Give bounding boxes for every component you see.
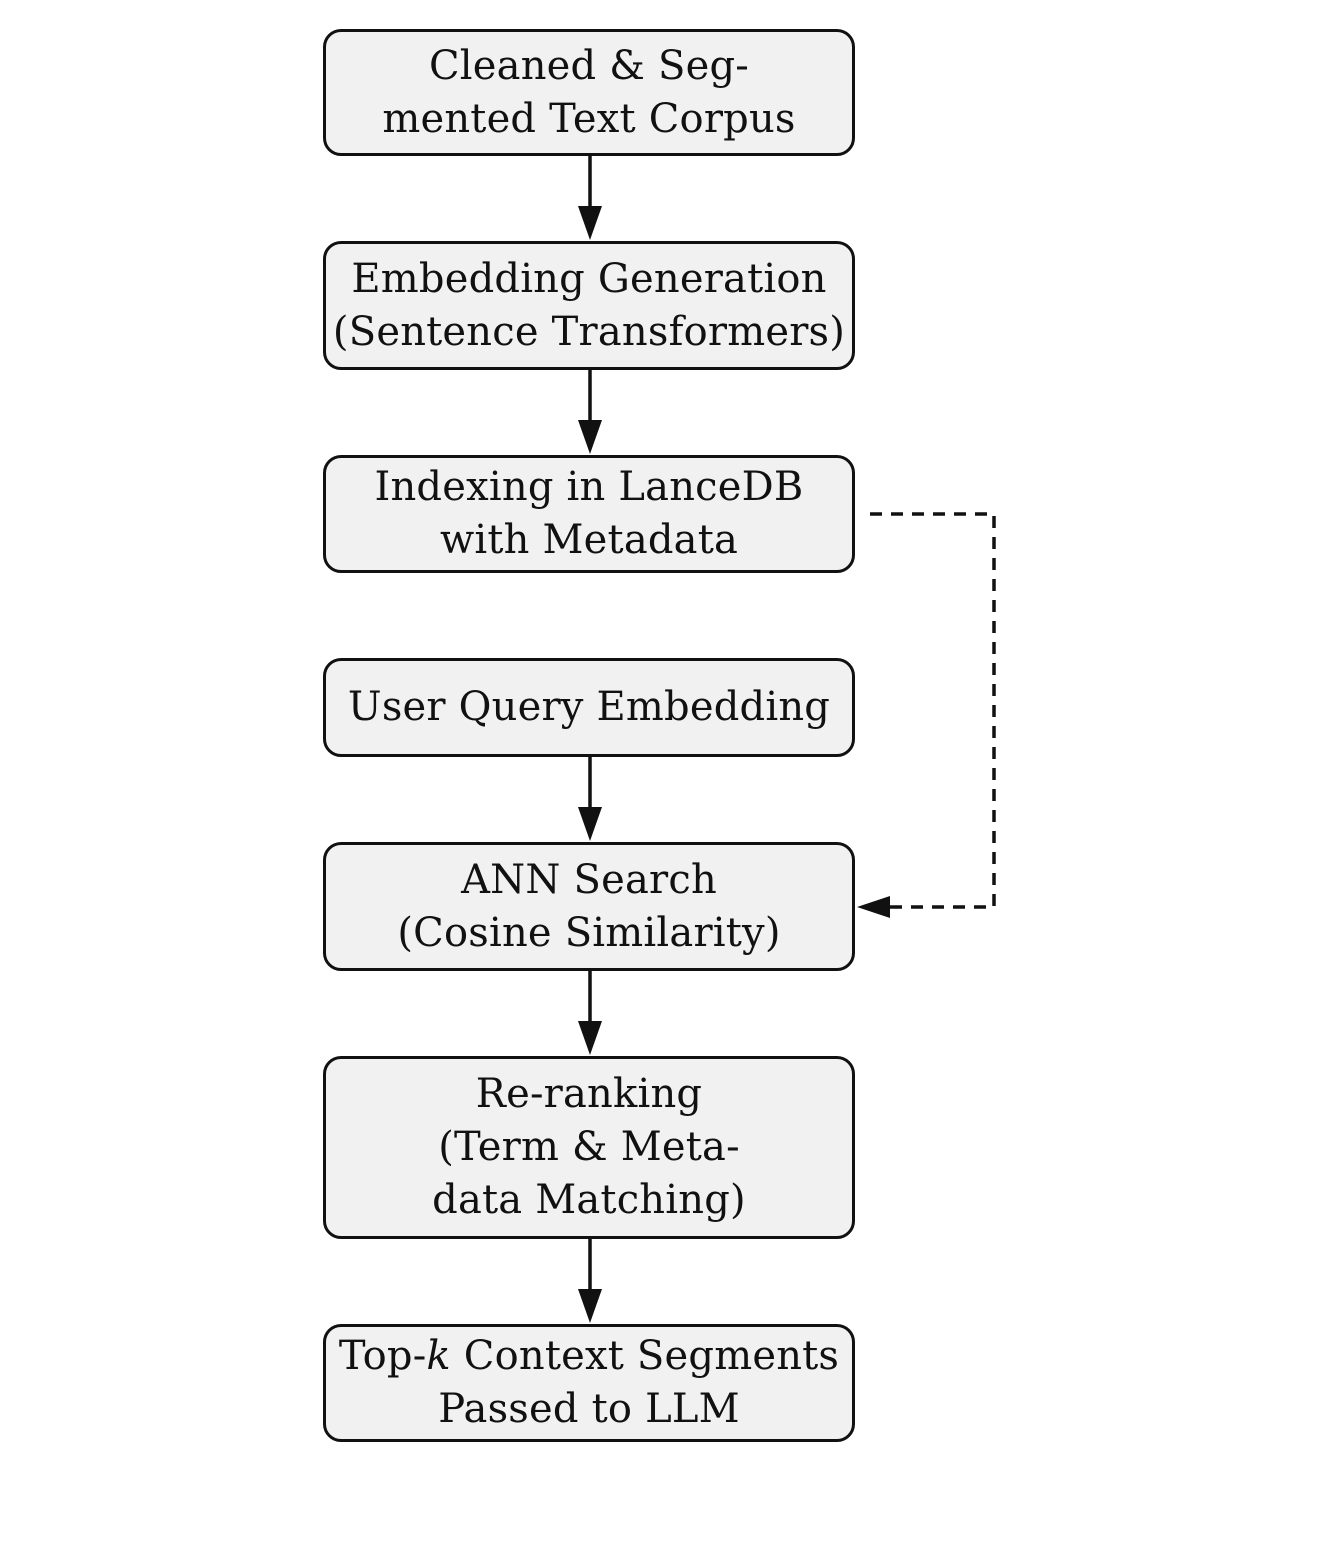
node-label-line: Indexing in LanceDB — [374, 464, 804, 510]
node-indexing-lancedb: Indexing in LanceDB with Metadata — [323, 455, 855, 573]
edge-indexing-to-ann-dashed — [857, 512, 996, 918]
node-label-line: User Query Embedding — [347, 684, 831, 730]
node-label-line: Cleaned & Seg- — [429, 42, 749, 89]
node-label-line: Embedding Generation — [351, 255, 827, 302]
node-embedding-generation: Embedding Generation (Sentence Transform… — [323, 241, 855, 370]
edge-ann-to-rerank — [578, 970, 602, 1055]
label-fragment: Top- — [338, 1333, 427, 1379]
edge-embedding-to-indexing — [578, 369, 602, 454]
node-label-line: (Term & Meta- — [438, 1124, 740, 1170]
node-ann-search: ANN Search (Cosine Similarity) — [323, 842, 855, 971]
node-label-line: Passed to LLM — [438, 1386, 740, 1432]
label-k-variable: k — [426, 1333, 451, 1379]
node-label-line: data Matching) — [432, 1177, 746, 1223]
edge-corpus-to-embedding — [578, 155, 602, 240]
node-label-line: ANN Search — [461, 856, 717, 903]
node-label-line: with Metadata — [439, 517, 739, 563]
node-label-line: Re-ranking — [475, 1071, 703, 1117]
label-fragment: Context Segments — [450, 1333, 840, 1379]
node-top-k-context: Top-k Context Segments Passed to LLM — [323, 1324, 855, 1442]
edge-rerank-to-topk — [578, 1238, 602, 1323]
node-label-line: (Cosine Similarity) — [397, 909, 781, 956]
node-label-line: (Sentence Transformers) — [332, 308, 846, 355]
node-text-corpus: Cleaned & Seg- mented Text Corpus — [323, 29, 855, 156]
node-re-ranking: Re-ranking (Term & Meta- data Matching) — [323, 1056, 855, 1239]
node-label-line: mented Text Corpus — [382, 95, 796, 142]
node-label-line: Top-k Context Segments — [339, 1330, 839, 1383]
node-user-query-embedding: User Query Embedding — [323, 658, 855, 757]
edge-query-to-ann — [578, 756, 602, 841]
